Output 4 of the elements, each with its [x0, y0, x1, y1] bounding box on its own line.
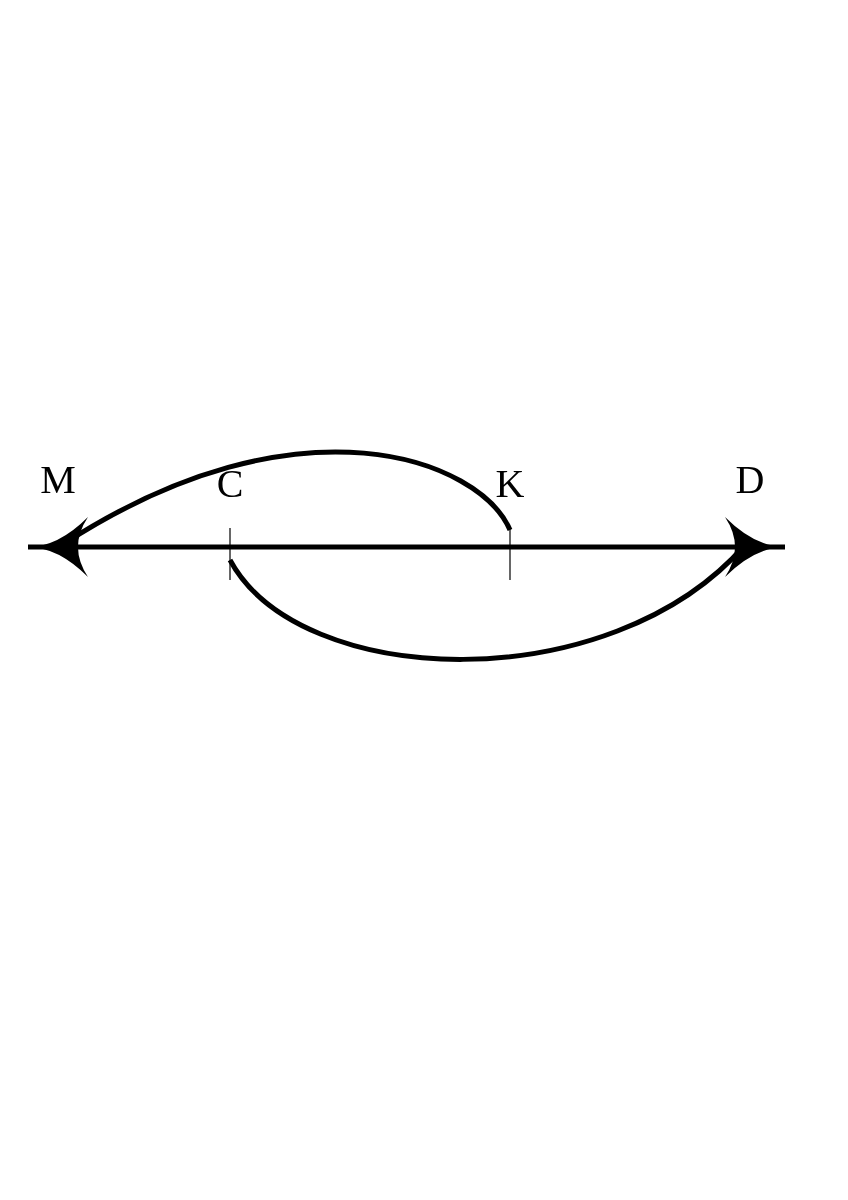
point-label: D: [734, 458, 766, 502]
point-label: K: [494, 462, 526, 506]
point-label: C: [215, 462, 245, 506]
point-label: M: [39, 458, 77, 502]
